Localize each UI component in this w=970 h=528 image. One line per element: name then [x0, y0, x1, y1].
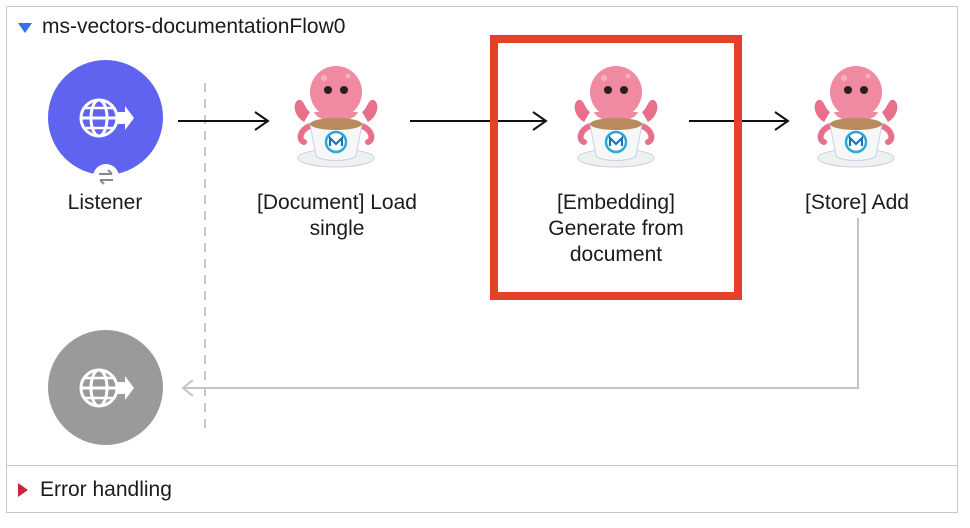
flow-title: ms-vectors-documentationFlow0 — [42, 15, 346, 38]
arrow-load-to-embedding — [410, 111, 548, 131]
flow-container — [6, 6, 958, 513]
load-single-node[interactable] — [290, 60, 382, 175]
octopus-mule-connector-icon — [294, 66, 378, 168]
embedding-generate-label: [Embedding] Generate from document — [548, 191, 684, 266]
http-listener-globe-icon — [79, 98, 134, 137]
listener-label: Listener — [67, 191, 143, 214]
store-add-label: [Store] Add — [805, 191, 909, 214]
embedding-generate-node[interactable] — [570, 60, 662, 175]
octopus-mule-connector-icon — [814, 66, 898, 168]
error-handling-bar — [6, 465, 958, 513]
return-path-line — [181, 218, 859, 397]
octopus-mule-connector-icon — [574, 66, 658, 168]
arrow-listener-to-load — [178, 111, 270, 131]
flow-header[interactable]: ms-vectors-documentationFlow0 — [18, 14, 345, 40]
load-single-label: [Document] Load single — [257, 191, 417, 240]
expand-triangle-icon[interactable] — [18, 23, 32, 33]
exchange-arrows-icon — [93, 164, 119, 190]
highlight-box — [490, 35, 742, 300]
response-node[interactable] — [48, 330, 163, 445]
error-handling-label: Error handling — [40, 478, 172, 501]
listener-node[interactable] — [48, 60, 163, 175]
http-response-globe-icon — [79, 368, 134, 407]
error-handling-toggle[interactable]: Error handling — [18, 477, 172, 503]
store-add-node[interactable] — [810, 60, 902, 175]
collapse-triangle-icon[interactable] — [18, 483, 28, 497]
